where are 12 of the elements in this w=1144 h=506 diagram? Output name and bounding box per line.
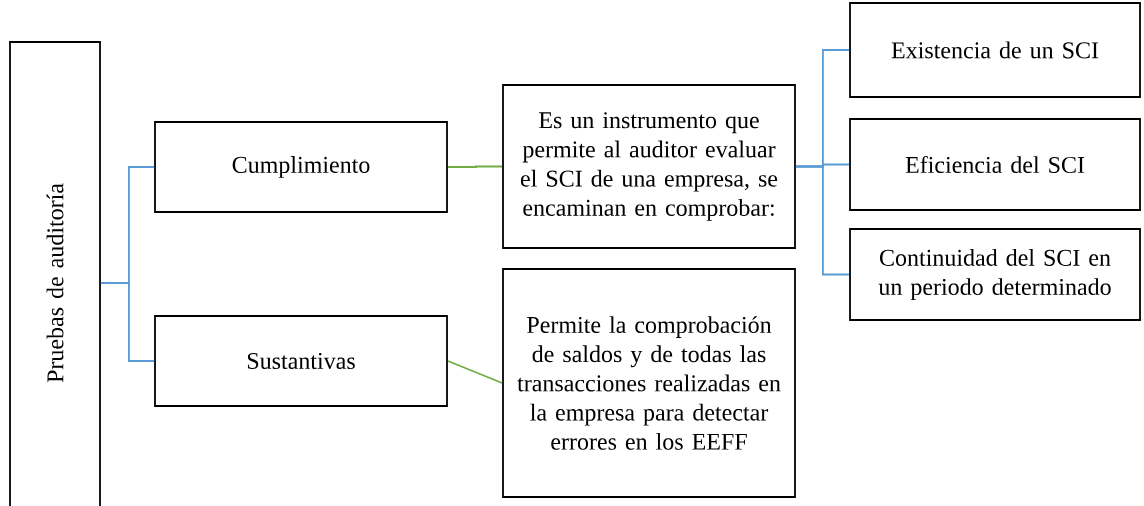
connector — [795, 165, 850, 276]
connector — [100, 282, 155, 362]
text-box: Eficiencia del SCI — [849, 118, 1141, 211]
text-box: Cumplimiento — [154, 121, 448, 213]
text-box: Existencia de un SCI — [849, 2, 1141, 98]
category-box: Pruebas de auditoría — [9, 41, 101, 506]
text-box: Continuidad del SCI en un periodo determinado — [849, 228, 1141, 321]
text-box: Sustantivas — [154, 315, 448, 407]
connector — [447, 165, 503, 168]
connector — [447, 360, 503, 384]
text-box: Es un instrumento que permite al auditor evaluar el SCI de una empresa, se encaminan en comprobar: — [502, 84, 796, 249]
text-box: Permite la comprobación de saldos y de todas las transacciones realizadas en la empresa para detectar errores en los EEFF — [502, 268, 796, 498]
